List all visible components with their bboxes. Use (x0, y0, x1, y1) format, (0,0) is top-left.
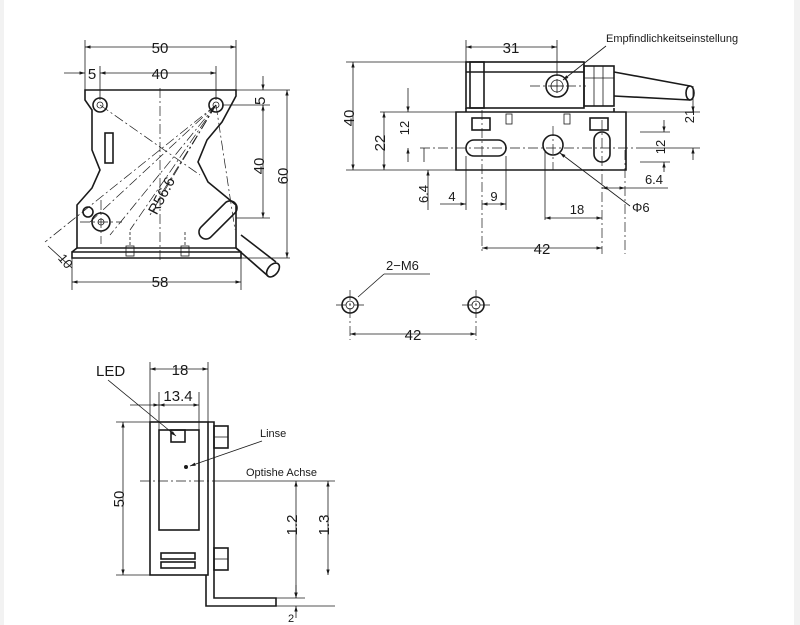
side-dim-6-4-left: 6.4 (416, 185, 431, 203)
front-dim-total-height: 60 (275, 168, 292, 185)
side-bracket (455, 111, 627, 171)
side-label-sensitivity: Empfindlichkeitseinstellung (606, 33, 738, 45)
bottom-bracket (205, 421, 277, 607)
front-window (104, 132, 114, 164)
side-dim-21: 21 (682, 109, 697, 123)
mount-dim-spacing: 42 (405, 327, 422, 344)
bottom-dim-13-4: 13.4 (163, 388, 192, 405)
front-dim-total-width: 50 (152, 40, 169, 57)
side-dim-width: 31 (503, 40, 520, 57)
front-dim-base-width: 58 (152, 274, 169, 291)
front-base-plate (71, 251, 242, 259)
side-dim-22: 22 (372, 135, 389, 152)
side-dim-12-left: 12 (397, 121, 412, 135)
front-dim-hole-spacing: 40 (152, 66, 169, 83)
side-dim-4: 4 (448, 189, 455, 204)
side-dim-height: 40 (341, 110, 358, 127)
left-margin-strip (0, 0, 4, 625)
front-view: 50 5 40 5 40 60 R56.6 10 58 (44, 40, 292, 291)
side-cable (613, 71, 691, 101)
side-view: 31 Empfindlichkeitseinstellung 40 22 12 … (341, 33, 738, 258)
bottom-led (170, 429, 186, 443)
bottom-dim-1-2: 1.2 (284, 515, 301, 536)
side-dim-9: 9 (490, 189, 497, 204)
front-dim-top-offset: 5 (252, 97, 269, 105)
front-body-outline (76, 89, 237, 249)
bottom-lens-window (158, 429, 200, 531)
side-dim-18: 18 (570, 202, 584, 217)
front-dim-edge-offset: 5 (88, 66, 96, 83)
side-dim-42: 42 (534, 241, 551, 258)
bottom-body (149, 421, 209, 576)
bottom-dim-50: 50 (111, 491, 128, 508)
right-margin-strip (794, 0, 800, 625)
bottom-dim-1-3: 1.3 (316, 515, 333, 536)
front-slot (198, 200, 238, 240)
bottom-label-axis: Optishe Achse (246, 467, 317, 479)
bottom-dim-2: 2 (288, 613, 294, 625)
side-dim-6-4-right: 6.4 (645, 172, 663, 187)
front-dim-radius: R56.6 (145, 174, 179, 217)
side-dim-12-right: 12 (653, 140, 668, 154)
side-dim-phi6: Φ6 (632, 200, 650, 215)
bottom-view: LED 18 13.4 Linse Optishe Achse 50 1.2 1… (96, 362, 335, 625)
bottom-label-lens: Linse (260, 428, 286, 440)
bottom-label-led: LED (96, 363, 125, 380)
bottom-dim-18: 18 (172, 362, 189, 379)
front-cable (235, 234, 277, 277)
mount-label-thread: 2−M6 (386, 258, 419, 273)
side-connector (583, 65, 615, 107)
front-dim-vertical-holes: 40 (251, 158, 268, 175)
mounting-holes: 2−M6 42 (336, 258, 490, 344)
